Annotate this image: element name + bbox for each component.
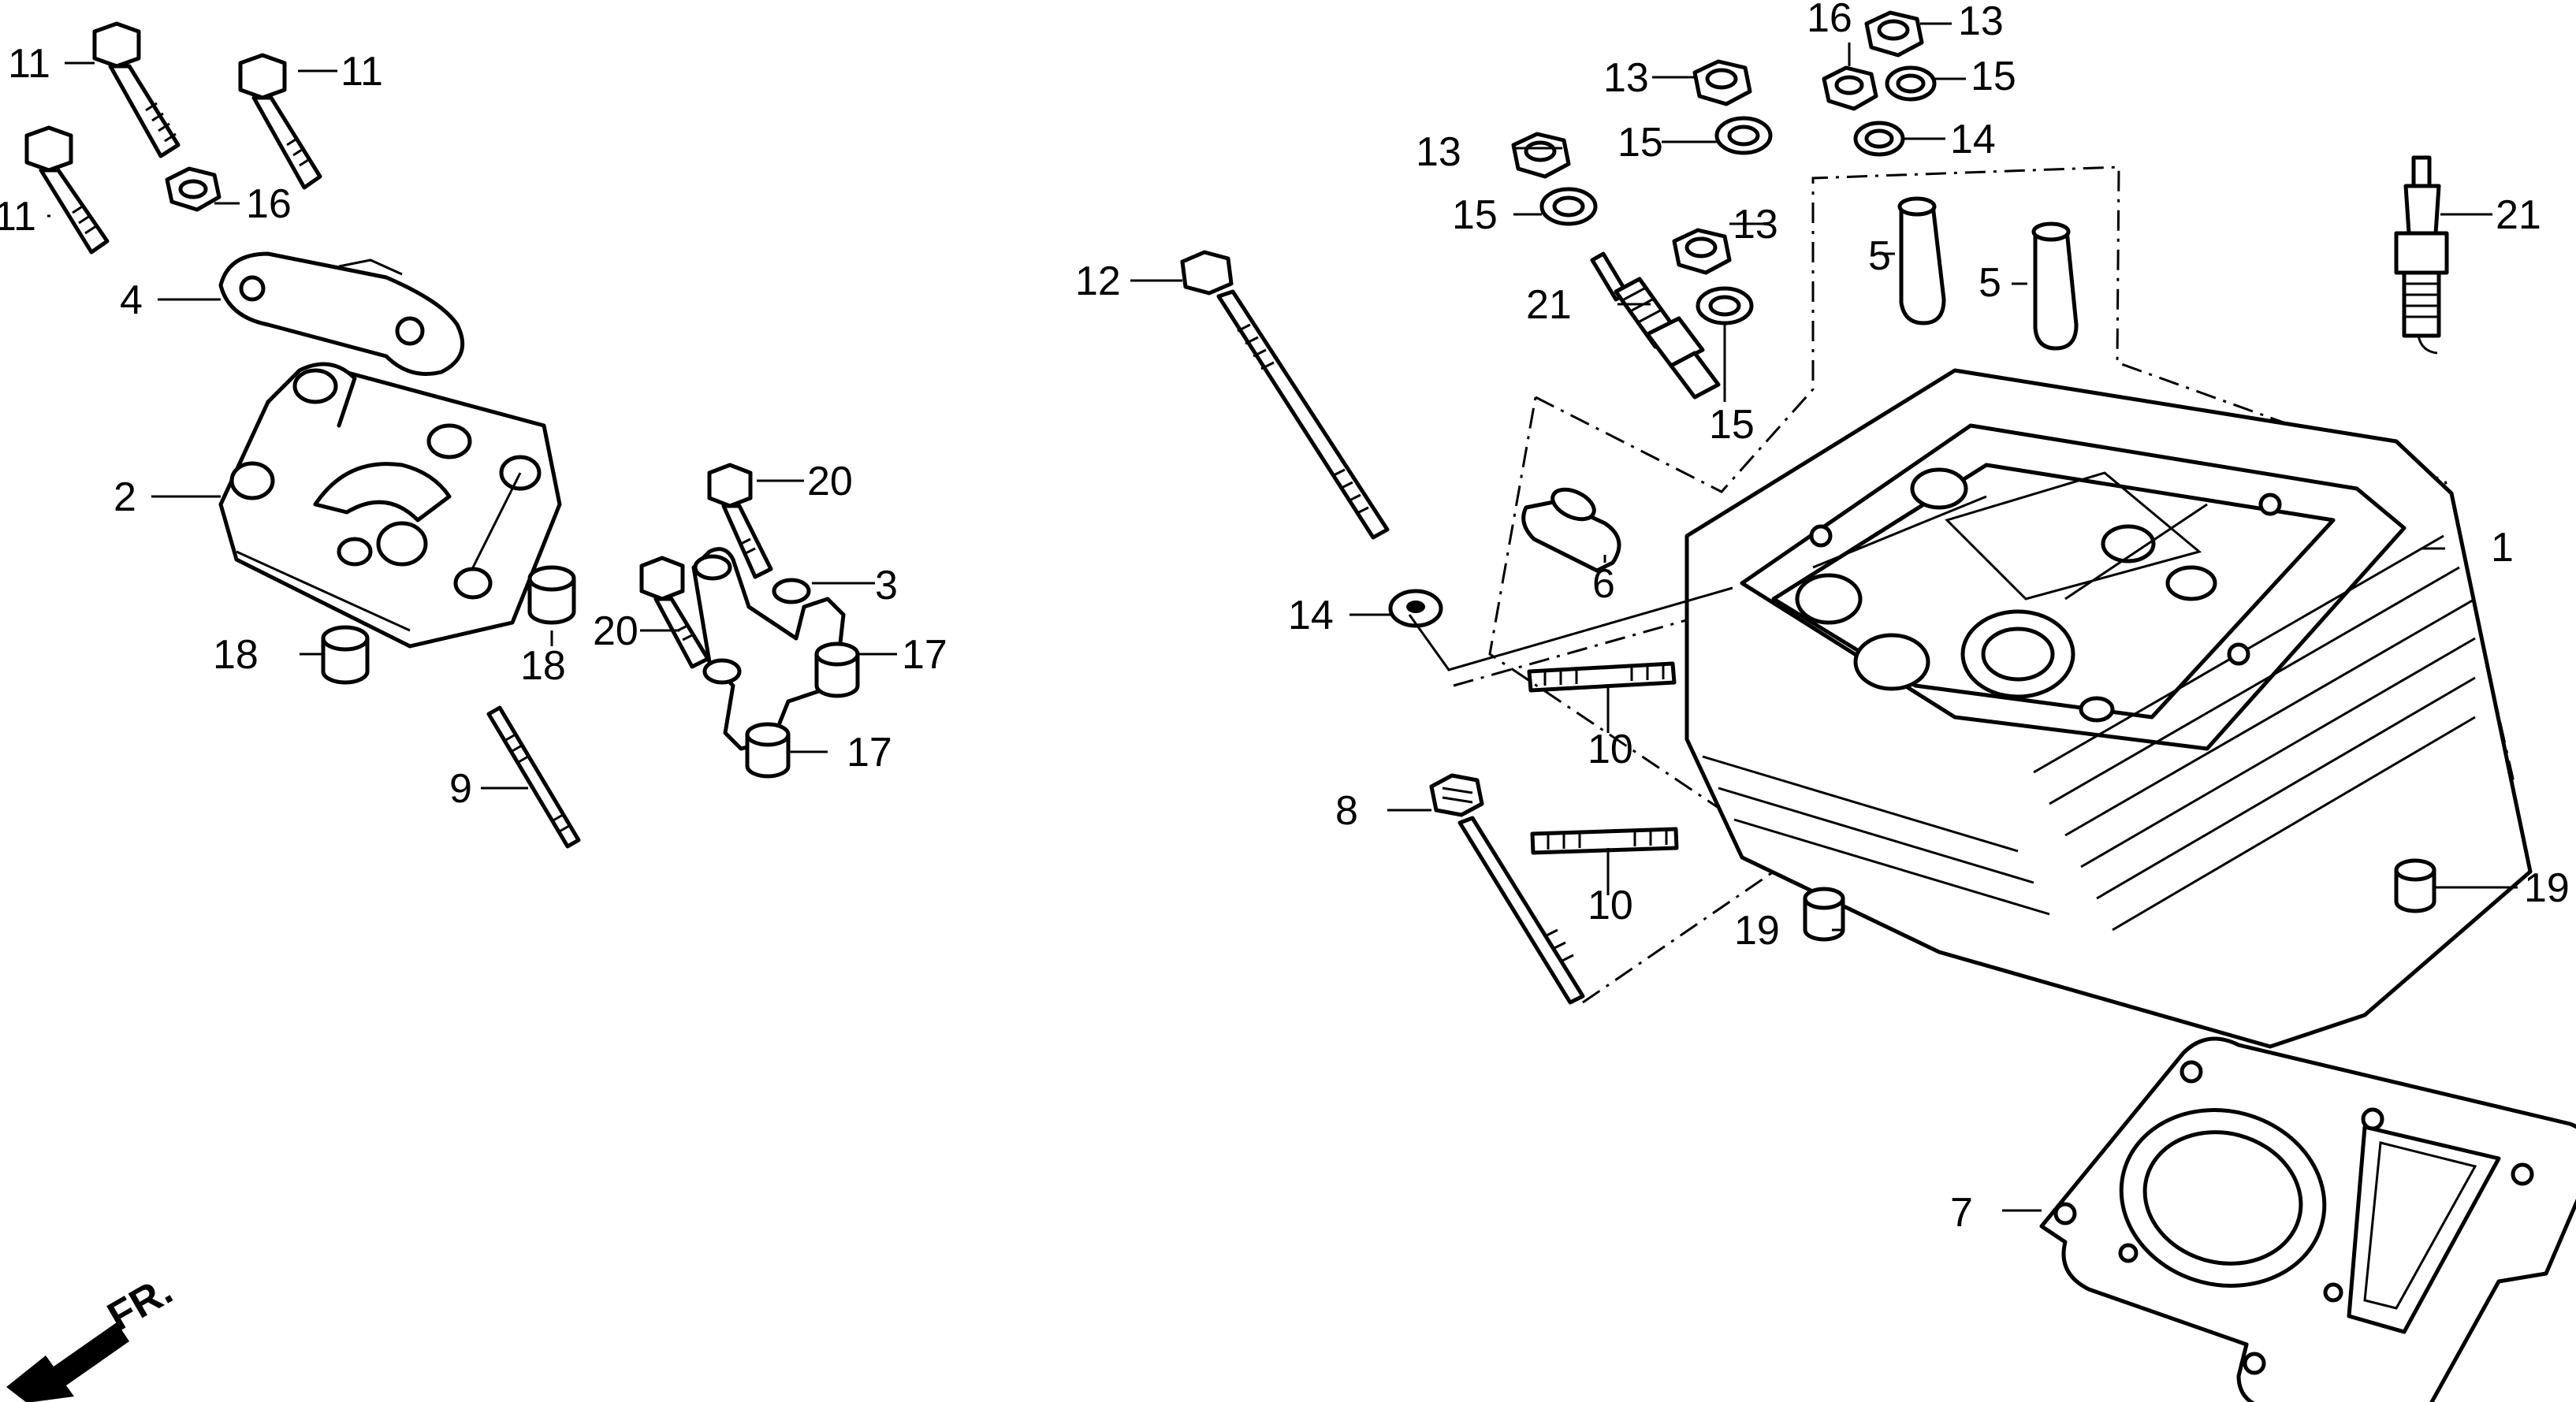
callout-labels: 11 11 11 16 4 2 18 18 9 20 20 3 17 17 12… [0,0,2570,1236]
camshaft-holder-2 [218,362,562,649]
callout-11-a: 11 [8,41,50,87]
callout-14-left: 14 [1288,593,1334,638]
callout-5-b: 5 [1979,260,2001,306]
callout-16-right: 16 [1807,0,1852,41]
callout-14-right: 14 [1950,117,1996,162]
spark-plug-21-center [1590,251,1721,400]
plate-4 [218,251,465,376]
callout-18-a: 18 [213,632,259,678]
callout-3: 3 [875,563,898,608]
callout-10-a: 10 [1588,727,1633,772]
bolt-12 [1180,250,1390,540]
callout-17-b: 17 [847,730,892,775]
callout-21-right: 21 [2496,192,2541,238]
cylinder-head-1 [1684,368,2533,1049]
dowel-pin-18-b [527,565,576,625]
callout-10-b: 10 [1588,883,1633,928]
stud-bolt-10-a [1527,661,1677,693]
callout-11-b: 11 [341,49,383,95]
bolt-11-c [24,125,110,255]
nut-16-right [1822,65,1878,111]
dowel-pin-18-a [321,625,370,685]
callout-13-c: 13 [1733,202,1778,247]
callout-15-b: 15 [1452,192,1498,238]
spark-plug-21-right [2394,155,2449,355]
callout-19-b: 19 [2524,865,2570,911]
washer-14-right [1853,121,1905,157]
callout-13-a: 13 [1603,55,1649,101]
dowel-pin-19-a [1803,887,1845,942]
washer-15-c [1696,286,1754,325]
callout-18-b: 18 [520,643,566,689]
stud-bolt-9 [486,705,581,849]
callout-20-a: 20 [807,459,853,504]
callout-15-d: 15 [1971,54,2016,99]
callout-15-a: 15 [1617,120,1663,165]
dowel-pin-19-b [2394,858,2436,913]
callout-5-a: 5 [1868,233,1891,279]
nut-13-d [1864,10,1924,58]
nut-16-left [165,166,221,212]
callout-12: 12 [1075,258,1121,304]
nut-13-b [1511,132,1571,179]
callout-16-left: 16 [246,181,292,227]
callout-7: 7 [1950,1190,1973,1236]
callout-2: 2 [114,474,136,520]
callout-19-a: 19 [1734,908,1780,954]
valve-guide-5-b [2031,221,2079,351]
valve-guide-5-a [1897,196,1946,325]
callout-9: 9 [449,766,472,812]
callout-13-b: 13 [1416,129,1461,175]
bolt-11-b [238,53,322,190]
washer-15-b [1539,187,1598,226]
dowel-pin-17-b [745,722,791,779]
cam-chain-guide-3 [691,547,846,751]
head-gasket-7 [2039,1036,2576,1402]
bolt-8 [1429,773,1585,1005]
stud-bolt-10-b [1530,827,1679,855]
dowel-pin-17-a [814,641,860,698]
callout-20-b: 20 [593,608,638,654]
bolt-20-a [707,463,773,579]
front-direction-arrow-icon: FR. [6,1267,181,1402]
callout-13-d: 13 [1958,0,2004,44]
callout-6: 6 [1592,561,1615,607]
callout-17-a: 17 [902,632,947,678]
nut-13-c [1672,228,1732,275]
washer-14-left [1388,589,1443,628]
callout-15-c: 15 [1709,402,1755,448]
valve-guide-6 [1521,487,1621,573]
washer-15-a [1714,116,1773,155]
callout-1: 1 [2491,525,2514,571]
callout-8: 8 [1335,788,1358,834]
washer-15-d [1885,65,1937,102]
bolt-11-a [92,21,181,158]
callout-11-c: 11 [0,194,36,240]
callout-4: 4 [120,277,143,323]
nut-13-a [1692,59,1752,106]
leader-lines [47,22,2518,1212]
callout-21-center: 21 [1526,282,1572,328]
